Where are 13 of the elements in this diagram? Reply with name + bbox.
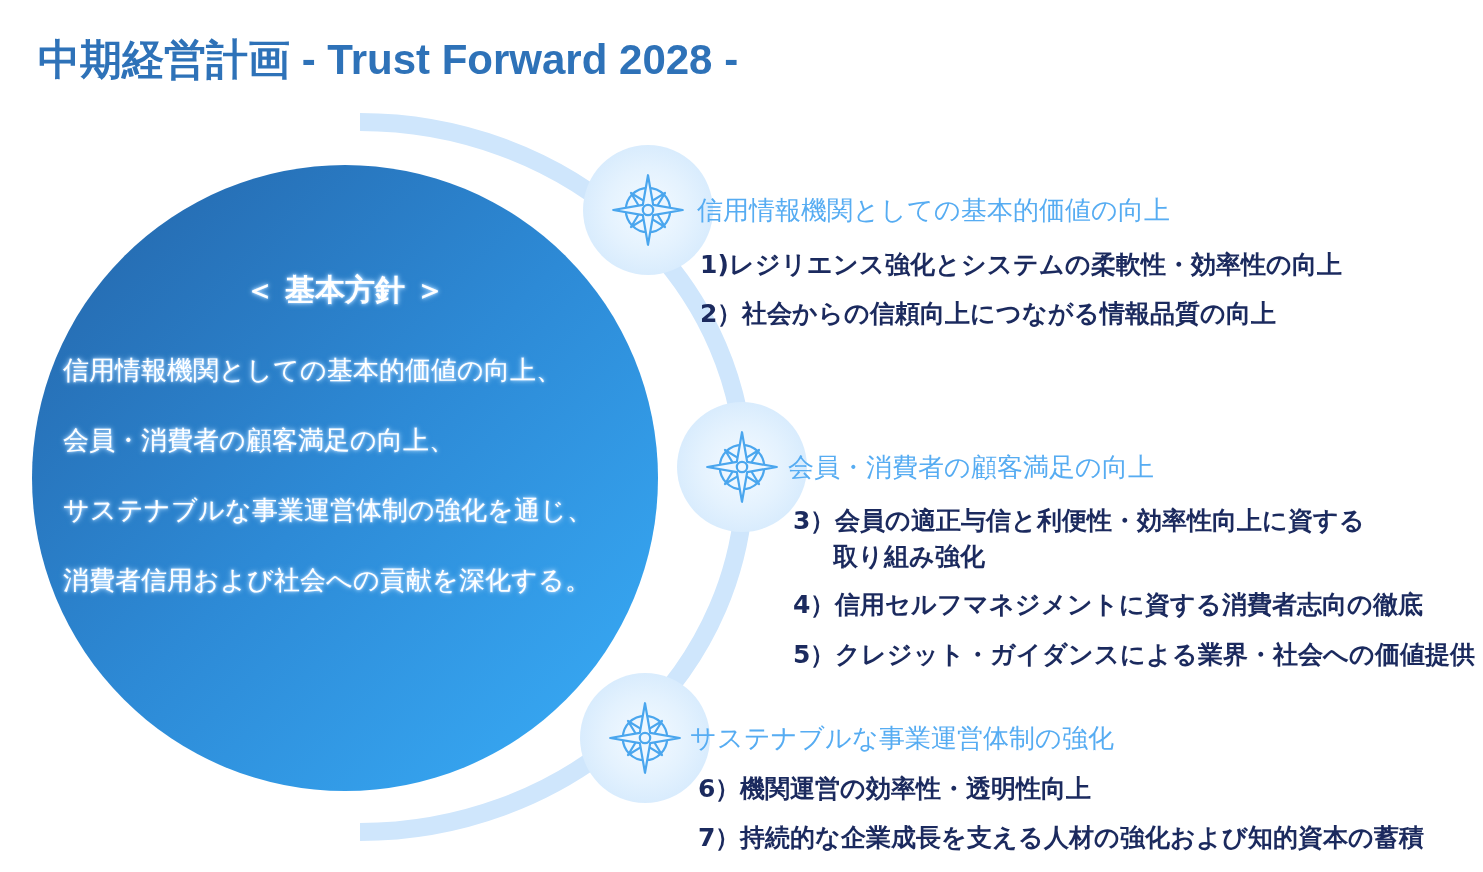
initiative-item: 7）持続的な企業成長を支える人材の強化および知的資本の蓄積 <box>698 822 1425 854</box>
initiative-item: 3）会員の適正与信と利便性・効率性向上に資する取り組み強化 <box>793 505 1367 573</box>
initiative-item: 1)レジリエンス強化とシステムの柔軟性・効率性の向上 <box>700 249 1342 281</box>
initiative-item: 2）社会からの信頼向上につながる情報品質の向上 <box>700 298 1277 330</box>
policy-heading: ＜ 基本方針 ＞ <box>244 271 446 309</box>
pillar-heading: 信用情報機関としての基本的価値の向上 <box>697 194 1170 227</box>
initiative-item: 5）クレジット・ガイダンスによる業界・社会への価値提供 <box>793 639 1476 671</box>
pillar-heading: 会員・消費者の顧客満足の向上 <box>788 451 1154 484</box>
page-title: 中期経営計画 - Trust Forward 2028 - <box>38 35 739 85</box>
initiative-item: 6）機関運営の効率性・透明性向上 <box>698 773 1092 805</box>
policy-statement: 信用情報機関としての基本的価値の向上、会員・消費者の顧客満足の向上、サステナブルな事業運営体制の強化を通じ、消費者信用および社会への貢献を深化する。 <box>63 354 594 597</box>
pillar-heading: サステナブルな事業運営体制の強化 <box>690 722 1114 755</box>
initiative-item: 4）信用セルフマネジメントに資する消費者志向の徹底 <box>793 589 1424 621</box>
